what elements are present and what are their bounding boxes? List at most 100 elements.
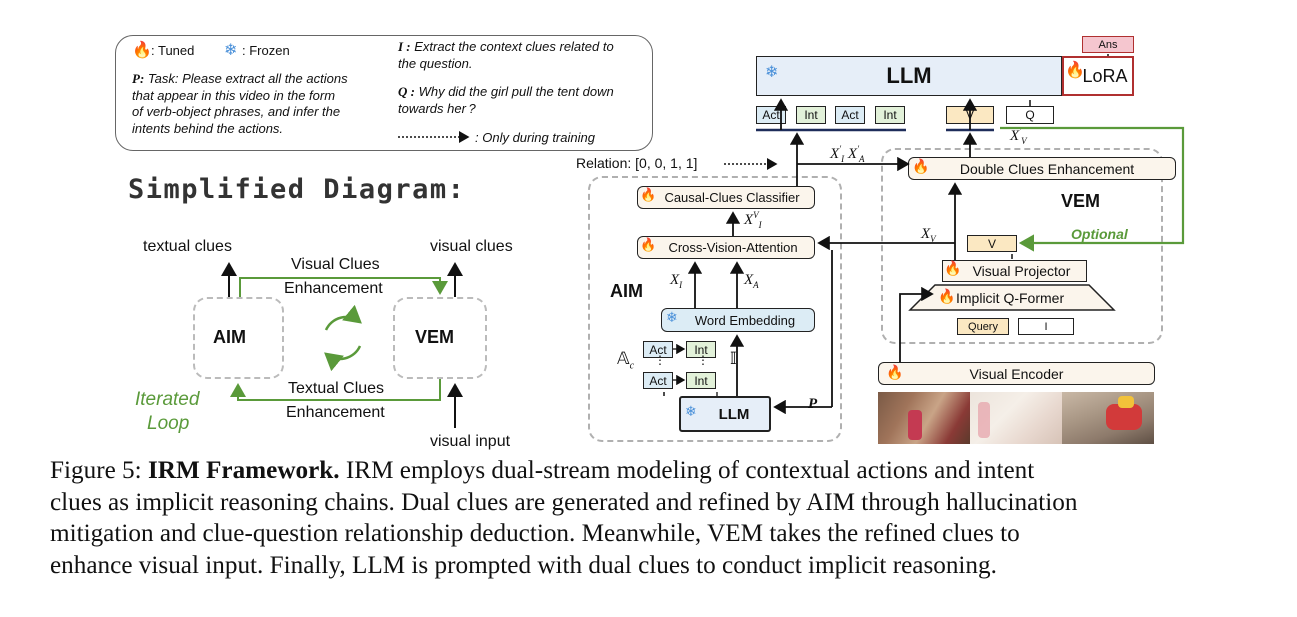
- caption-line-4: enhance visual input. Finally, LLM is pr…: [50, 551, 997, 579]
- implicit-qformer-fire-icon-top: 🔥: [938, 288, 956, 304]
- visual-input-label: visual input: [430, 433, 511, 450]
- frame-3-toy-car: [1106, 404, 1142, 430]
- frame-1-figure: [908, 410, 922, 440]
- p-line-1: Task: Please extract all the actions: [144, 71, 348, 86]
- lora-fire-icon: 🔥: [1065, 62, 1085, 79]
- word-embedding-label: Word Embedding: [694, 312, 796, 328]
- legend-training-text: : Only during training: [475, 130, 595, 145]
- int-token-top-1: Int: [796, 106, 826, 124]
- x-i-v-label: XVI: [744, 210, 762, 230]
- caption-line-1-text: IRM employs dual-stream modeling of cont…: [339, 457, 1035, 484]
- double-clues-label: Double Clues Enhancement: [959, 160, 1135, 177]
- legend-frozen-label: : Frozen: [242, 43, 290, 58]
- i-line-1: Extract the context clues related to: [410, 39, 614, 54]
- double-clues-enhancement: Double Clues Enhancement: [908, 157, 1176, 180]
- p-line-3: of verb-object phrases, and infer the: [132, 104, 341, 119]
- lora-box: LoRA: [1062, 56, 1134, 96]
- v-token-vem: V: [967, 235, 1017, 252]
- vem-simple-box: [393, 297, 487, 379]
- causal-clues-label: Causal-Clues Classifier: [664, 190, 800, 205]
- textual-clues-label: textual clues: [143, 238, 232, 255]
- aim-module-box: [588, 176, 842, 442]
- int-token-1: Int: [686, 341, 716, 358]
- caption-line-1: Figure 5: IRM Framework. IRM employs dua…: [50, 455, 1250, 487]
- causal-clues-classifier: Causal-Clues Classifier: [637, 186, 815, 209]
- caption-bold-title: IRM Framework.: [147, 457, 340, 484]
- relation-label: Relation: [0, 0, 1, 1]: [576, 155, 698, 171]
- query-token: Query: [957, 318, 1009, 335]
- double-clues-fire-icon: 🔥: [912, 158, 930, 174]
- i-line-2: the question.: [398, 56, 473, 71]
- visual-encoder: Visual Encoder: [878, 362, 1155, 385]
- legend-p-text: P: Task: Please extract all the actions …: [132, 71, 348, 137]
- causal-fire-icon: 🔥: [640, 187, 657, 202]
- int-token-2: Int: [686, 372, 716, 389]
- q-token-top: Q: [1006, 106, 1054, 124]
- x-a-label: XA: [744, 272, 759, 290]
- frame-3-toy-roof: [1118, 396, 1134, 408]
- legend-tuned-label: : Tuned: [151, 43, 195, 58]
- llm-main-label: LLM: [886, 63, 932, 88]
- p-line-4: intents behind the actions.: [132, 120, 284, 136]
- p-key: P:: [132, 71, 145, 86]
- iterated-loop-line-1: Iterated: [135, 389, 200, 410]
- visual-encoder-label: Visual Encoder: [969, 365, 1064, 382]
- ellipsis-1: ⋮: [654, 353, 666, 367]
- visual-enh-line-1: Visual Clues: [291, 256, 380, 273]
- visual-clues-label: visual clues: [430, 238, 513, 255]
- fire-icon: 🔥: [132, 42, 152, 59]
- x-i-a-prime-label: X′I X′A: [830, 144, 865, 164]
- figure-caption: Figure 5: IRM Framework. IRM employs dua…: [50, 455, 1250, 581]
- textual-enh-line-1: Textual Clues: [288, 380, 385, 397]
- visual-projector-fire-icon: 🔥: [944, 260, 962, 276]
- legend-box: [115, 35, 653, 151]
- aim-module-label: AIM: [610, 281, 643, 301]
- frame-2-figure: [978, 402, 990, 438]
- visual-encoder-fire-icon: 🔥: [886, 364, 904, 380]
- simplified-title: Simplified Diagram:: [128, 174, 466, 205]
- legend-i-text: I : Extract the context clues related to…: [398, 38, 614, 72]
- video-frames: [878, 392, 1154, 444]
- act-token-1: Act: [643, 341, 673, 358]
- caption-fig-label: Figure 5:: [50, 457, 148, 484]
- llm-main-snowflake-icon: ❄: [765, 64, 779, 81]
- visual-enh-line-2: Enhancement: [284, 280, 383, 297]
- llm-aim-snowflake-icon: ❄: [685, 403, 697, 419]
- ans-box: Ans: [1082, 36, 1134, 53]
- act-token-2: Act: [643, 372, 673, 389]
- llm-aim-label: LLM: [718, 405, 750, 423]
- implicit-qformer-label-top: Implicit Q-Former: [956, 290, 1065, 306]
- aim-simple-box: [193, 297, 284, 379]
- q-line-2: towards her ?: [398, 101, 476, 116]
- llm-aim-box: LLM: [679, 396, 771, 432]
- i-bb-label: 𝕀: [730, 349, 737, 368]
- act-token-top-2: Act: [835, 106, 865, 124]
- iterated-loop-line-2: Loop: [147, 413, 190, 434]
- q-line-1: Why did the girl pull the tent down: [414, 84, 614, 99]
- x-i-label: XI: [670, 272, 683, 290]
- x-v-label: XV: [921, 226, 936, 244]
- q-key: Q :: [398, 84, 415, 99]
- cross-vision-fire-icon: 🔥: [640, 237, 657, 252]
- a-c-label: 𝔸c: [617, 349, 635, 372]
- cross-vision-label: Cross-Vision-Attention: [668, 240, 798, 255]
- ellipsis-2: ⋮: [697, 353, 709, 367]
- ans-label: Ans: [1098, 38, 1118, 51]
- p-line-2: that appear in this video in the form: [132, 87, 336, 103]
- textual-enh-line-2: Enhancement: [286, 404, 385, 421]
- vem-simple-label: VEM: [415, 327, 455, 347]
- video-frame-1: [878, 392, 970, 444]
- int-token-top-2: Int: [875, 106, 905, 124]
- legend-q-text: Q : Why did the girl pull the tent down …: [398, 83, 614, 117]
- llm-main-box: LLM: [756, 56, 1062, 96]
- vem-module-label: VEM: [1061, 191, 1101, 211]
- i-token: I: [1018, 318, 1074, 335]
- word-embedding: Word Embedding: [661, 308, 815, 332]
- caption-line-2: clues as implicit reasoning chains. Dual…: [50, 488, 1078, 516]
- lora-label: LoRA: [1082, 65, 1128, 86]
- x-v-prime-label: X′V: [1010, 126, 1027, 146]
- vem-module-box: [881, 148, 1163, 344]
- cross-vision-attention: Cross-Vision-Attention: [637, 236, 815, 259]
- i-key: I :: [398, 39, 411, 54]
- word-embedding-snowflake-icon: ❄: [666, 309, 678, 325]
